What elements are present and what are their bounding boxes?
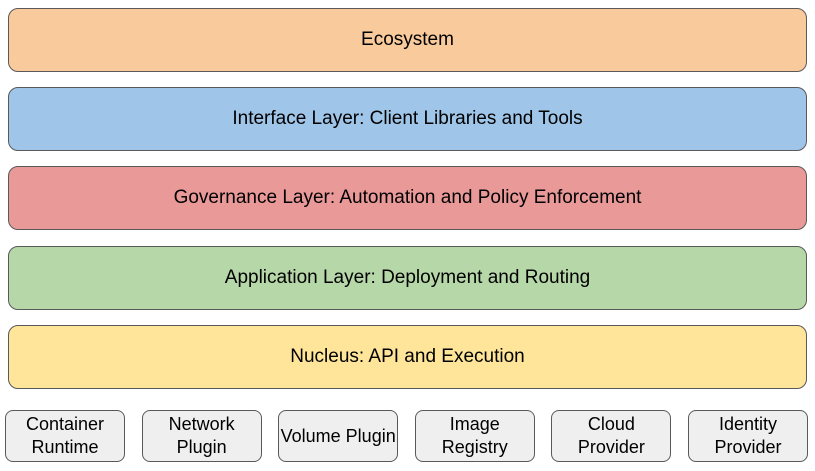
component-identity-provider-label: Identity Provider bbox=[714, 414, 782, 457]
layer-interface-label: Interface Layer: Client Libraries and To… bbox=[232, 108, 583, 129]
layer-governance-label: Governance Layer: Automation and Policy … bbox=[173, 187, 642, 208]
layer-interface: Interface Layer: Client Libraries and To… bbox=[8, 87, 807, 151]
component-cloud-provider-label: Cloud Provider bbox=[577, 414, 645, 457]
component-cloud-provider: Cloud Provider bbox=[551, 410, 672, 462]
components-row: Container Runtime Network Plugin Volume … bbox=[5, 410, 808, 462]
layer-application: Application Layer: Deployment and Routin… bbox=[8, 246, 807, 310]
component-container-runtime-label: Container Runtime bbox=[25, 414, 105, 457]
component-container-runtime: Container Runtime bbox=[5, 410, 125, 462]
layer-nucleus-label: Nucleus: API and Execution bbox=[290, 346, 525, 367]
component-volume-plugin: Volume Plugin bbox=[278, 410, 399, 462]
layer-ecosystem: Ecosystem bbox=[8, 8, 807, 72]
component-image-registry: Image Registry bbox=[414, 410, 535, 462]
component-volume-plugin-label: Volume Plugin bbox=[280, 425, 396, 446]
layer-governance: Governance Layer: Automation and Policy … bbox=[8, 166, 807, 230]
component-network-plugin: Network Plugin bbox=[141, 410, 262, 462]
layer-application-label: Application Layer: Deployment and Routin… bbox=[224, 267, 591, 288]
component-identity-provider: Identity Provider bbox=[687, 410, 808, 462]
layer-ecosystem-label: Ecosystem bbox=[361, 29, 454, 50]
component-image-registry-label: Image Registry bbox=[441, 414, 508, 457]
component-network-plugin-label: Network Plugin bbox=[168, 414, 235, 457]
layer-nucleus: Nucleus: API and Execution bbox=[8, 325, 807, 389]
